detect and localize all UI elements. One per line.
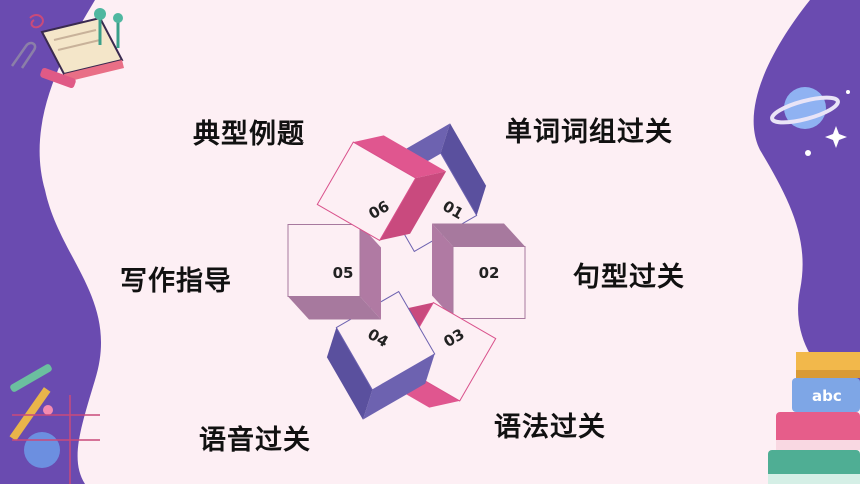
- item-label-06: 典型例题: [193, 119, 305, 150]
- item-number-05: 05: [333, 264, 354, 282]
- abc-label: abc: [812, 387, 842, 405]
- books-stack-icon: abc: [768, 352, 860, 484]
- flower-diagram: 01 02 03 04 05 06: [287, 123, 526, 420]
- item-label-05: 写作指导: [120, 266, 232, 297]
- left-wave-shape: [0, 0, 102, 484]
- item-label-03: 语法过关: [494, 412, 606, 443]
- item-label-01: 单词词组过关: [505, 117, 673, 148]
- petal-06: [316, 135, 447, 242]
- swirl-icon: [29, 14, 44, 29]
- item-label-04: 语音过关: [199, 425, 311, 456]
- paperclip-icon: [10, 41, 37, 69]
- petal-02: [432, 223, 526, 319]
- eraser-icon: [40, 67, 76, 89]
- planet-icon: [770, 87, 840, 129]
- star-icon: [825, 126, 847, 148]
- item-label-02: 句型过关: [573, 262, 685, 293]
- right-wave-shape: [753, 0, 860, 400]
- ball-icon: [24, 432, 60, 468]
- dot-icon: [846, 90, 850, 94]
- dot-icon: [43, 405, 53, 415]
- ruler-icon: [9, 387, 51, 441]
- petal-05: [287, 224, 381, 320]
- book-decoration: [40, 8, 124, 82]
- pencil-icon: [10, 364, 52, 392]
- item-number-02: 02: [479, 264, 500, 282]
- dot-icon: [805, 150, 811, 156]
